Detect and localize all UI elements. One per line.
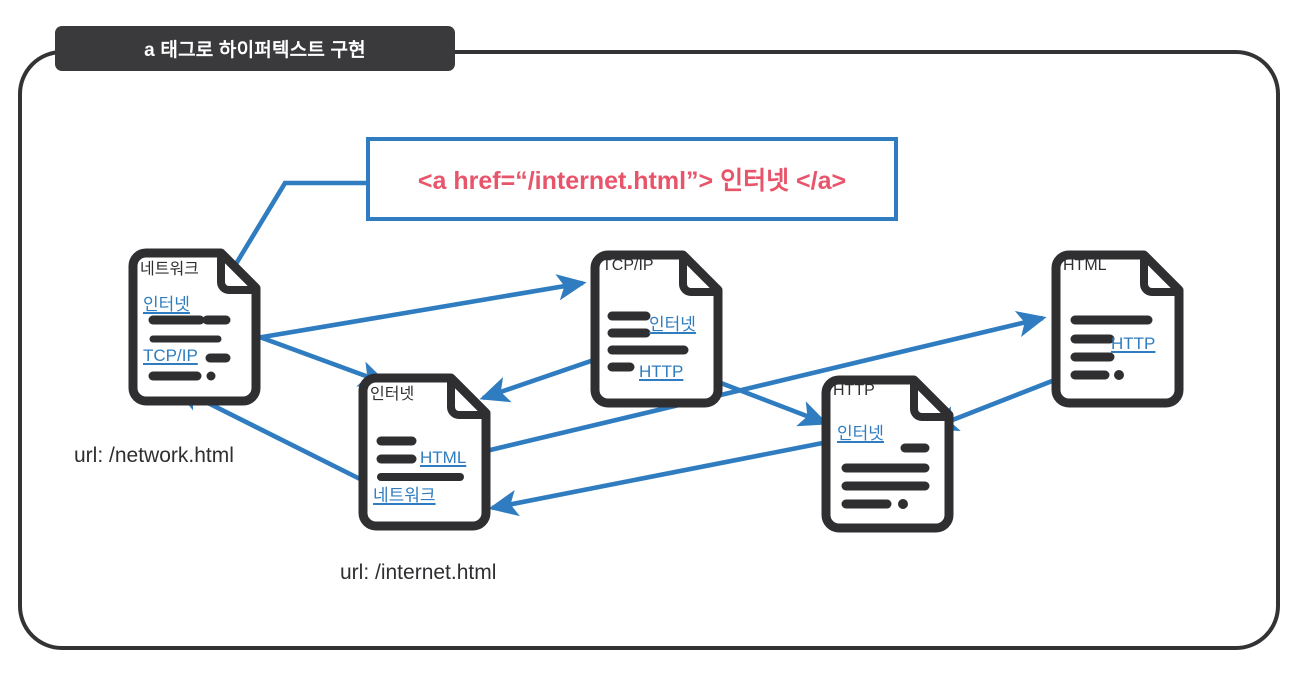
doc-link-network-1[interactable]: TCP/IP xyxy=(143,346,198,365)
title-banner-label: a 태그로 하이퍼텍스트 구현 xyxy=(144,40,366,61)
document-title: HTTP xyxy=(833,382,875,399)
doc-link-tcpip-0[interactable]: 인터넷 xyxy=(649,315,696,334)
arrow-internet-html xyxy=(481,311,1047,455)
document-title: 네트워크 xyxy=(140,261,199,278)
caption-internet-url: url: /internet.html xyxy=(340,561,497,584)
doc-link-network-0[interactable]: 인터넷 xyxy=(143,295,190,314)
document-node-http[interactable]: HTTP 인터넷 xyxy=(815,369,960,539)
document-node-network[interactable]: 네트워크 인터넷 TCP/IP xyxy=(122,242,267,412)
document-shape-icon xyxy=(128,248,261,406)
doc-link-html-0[interactable]: HTTP xyxy=(1111,334,1156,353)
document-title: 인터넷 xyxy=(370,386,415,403)
document-shape-icon xyxy=(821,375,954,533)
leader-code-to-link xyxy=(220,180,366,289)
doc-link-tcpip-1[interactable]: HTTP xyxy=(639,362,684,381)
caption-network-url: url: /network.html xyxy=(74,444,234,467)
document-node-internet[interactable]: 인터넷 HTML 네트워크 xyxy=(352,367,497,537)
arrow-http-internet xyxy=(488,437,839,517)
arrow-network-tcpip xyxy=(214,274,587,348)
title-banner: a 태그로 하이퍼텍스트 구현 xyxy=(55,26,455,71)
document-shape-icon xyxy=(1051,250,1184,408)
document-shape-icon xyxy=(358,373,491,531)
code-callout-box: <a href=“/internet.html”> 인터넷 </a> xyxy=(366,137,898,221)
doc-link-internet-1[interactable]: 네트워크 xyxy=(373,486,436,505)
document-title: HTML xyxy=(1063,257,1107,274)
doc-link-internet-0[interactable]: HTML xyxy=(420,448,467,467)
code-snippet-text: <a href=“/internet.html”> 인터넷 </a> xyxy=(417,167,847,195)
document-shape-icon xyxy=(590,250,723,408)
doc-link-http-0[interactable]: 인터넷 xyxy=(837,424,884,443)
document-node-tcpip[interactable]: TCP/IP 인터넷 HTTP xyxy=(584,244,729,414)
outer-frame xyxy=(18,50,1280,650)
document-title: TCP/IP xyxy=(602,257,654,274)
document-node-html[interactable]: HTML HTTP xyxy=(1045,244,1190,414)
